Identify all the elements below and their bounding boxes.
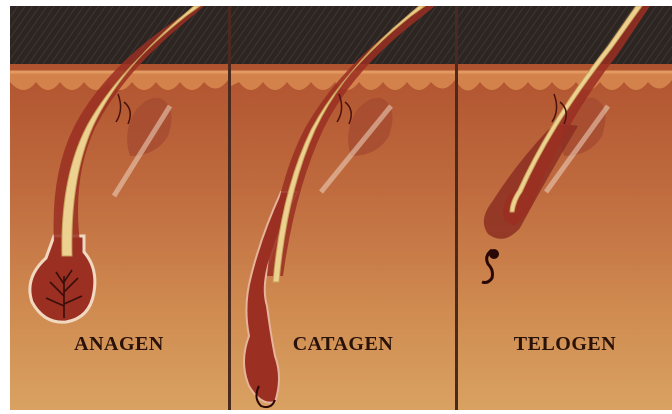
telogen-panel: TELOGEN — [458, 6, 672, 410]
skin-ridges — [458, 72, 672, 91]
telogen-label: TELOGEN — [458, 333, 672, 356]
anagen-panel: ANAGEN — [10, 6, 228, 410]
epidermis-surface — [10, 6, 228, 64]
catagen-label: CATAGEN — [231, 333, 455, 356]
anagen-label: ANAGEN — [10, 333, 228, 356]
catagen-panel: CATAGEN — [231, 6, 455, 410]
